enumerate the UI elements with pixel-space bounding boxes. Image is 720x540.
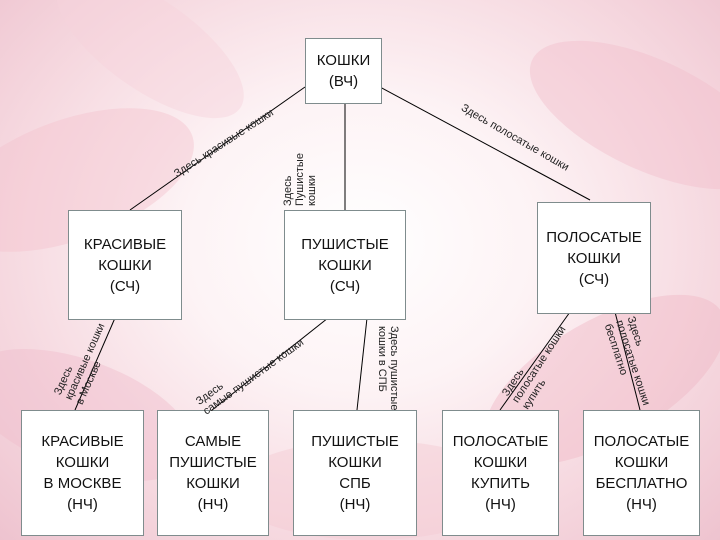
edge-mid1-leaf1 bbox=[74, 317, 116, 411]
edge-root-mid1 bbox=[129, 86, 306, 211]
node-leaf-polosatye-besplatno: ПОЛОСАТЫЕ КОШКИ БЕСПЛАТНО (НЧ) bbox=[583, 410, 700, 536]
edge-mid3-leaf4 bbox=[499, 311, 571, 411]
node-leaf-polosatye-kupit: ПОЛОСАТЫЕ КОШКИ КУПИТЬ (НЧ) bbox=[442, 410, 559, 536]
edge-label-mid2-leaf3: Здесь пушистые кошки в СПБ bbox=[376, 326, 400, 411]
node-mid-pushistye: ПУШИСТЫЕ КОШКИ (СЧ) bbox=[284, 210, 406, 320]
node-leaf-pushistye-spb: ПУШИСТЫЕ КОШКИ СПБ (НЧ) bbox=[293, 410, 417, 536]
node-mid-krasivye: КРАСИВЫЕ КОШКИ (СЧ) bbox=[68, 210, 182, 320]
edge-mid3-leaf5 bbox=[614, 311, 641, 411]
node-leaf-samye-pushistye: САМЫЕ ПУШИСТЫЕ КОШКИ (НЧ) bbox=[157, 410, 269, 536]
edge-label-root-mid2: Здесь Пушистые кошки bbox=[282, 153, 318, 206]
node-leaf-krasivye-moskva: КРАСИВЫЕ КОШКИ В МОСКВЕ (НЧ) bbox=[21, 410, 144, 536]
node-root: КОШКИ (ВЧ) bbox=[305, 38, 382, 104]
edge-mid2-leaf2 bbox=[211, 317, 329, 411]
edge-root-mid3 bbox=[379, 86, 591, 201]
node-mid-polosatye: ПОЛОСАТЫЕ КОШКИ (СЧ) bbox=[537, 202, 651, 314]
edge-mid2-leaf3 bbox=[356, 317, 368, 411]
